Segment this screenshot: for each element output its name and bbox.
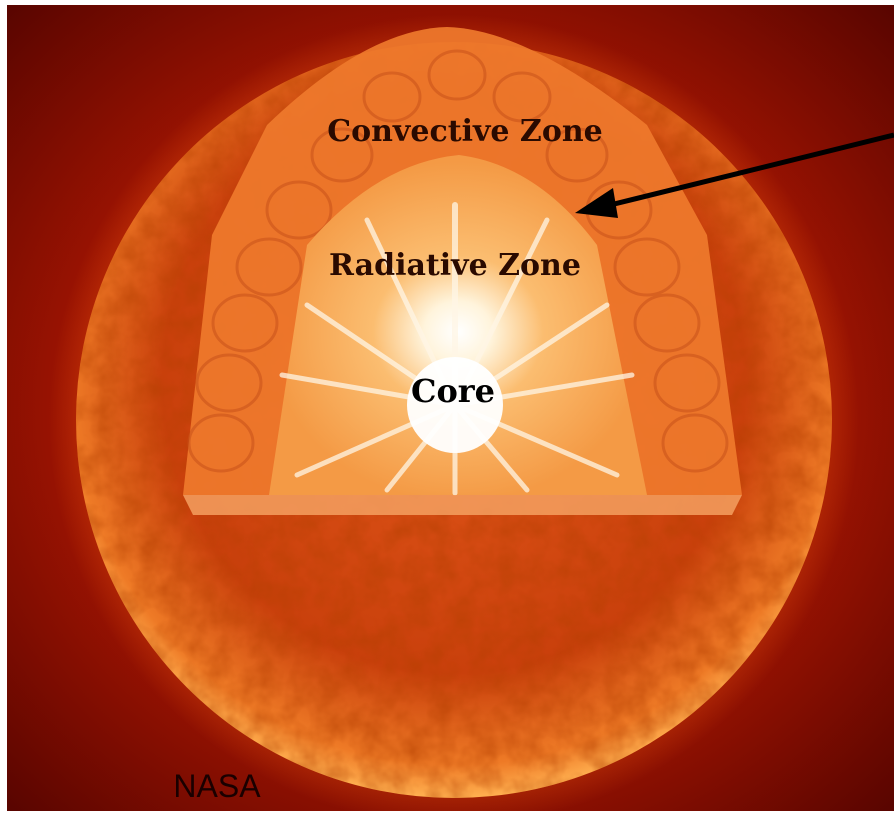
credit-label: NASA bbox=[173, 768, 261, 804]
sun-diagram: Convective Zone Radiative Zone Core NASA bbox=[7, 5, 894, 811]
core bbox=[407, 357, 503, 453]
core-label: Core bbox=[411, 372, 495, 410]
cut-plane bbox=[183, 495, 742, 515]
pointer-arrow bbox=[575, 132, 894, 218]
convective-zone-label: Convective Zone bbox=[327, 114, 603, 149]
sun-diagram-svg: Convective Zone Radiative Zone Core NASA bbox=[7, 5, 894, 811]
radiative-zone-label: Radiative Zone bbox=[329, 248, 581, 283]
convection-cells bbox=[187, 49, 729, 473]
